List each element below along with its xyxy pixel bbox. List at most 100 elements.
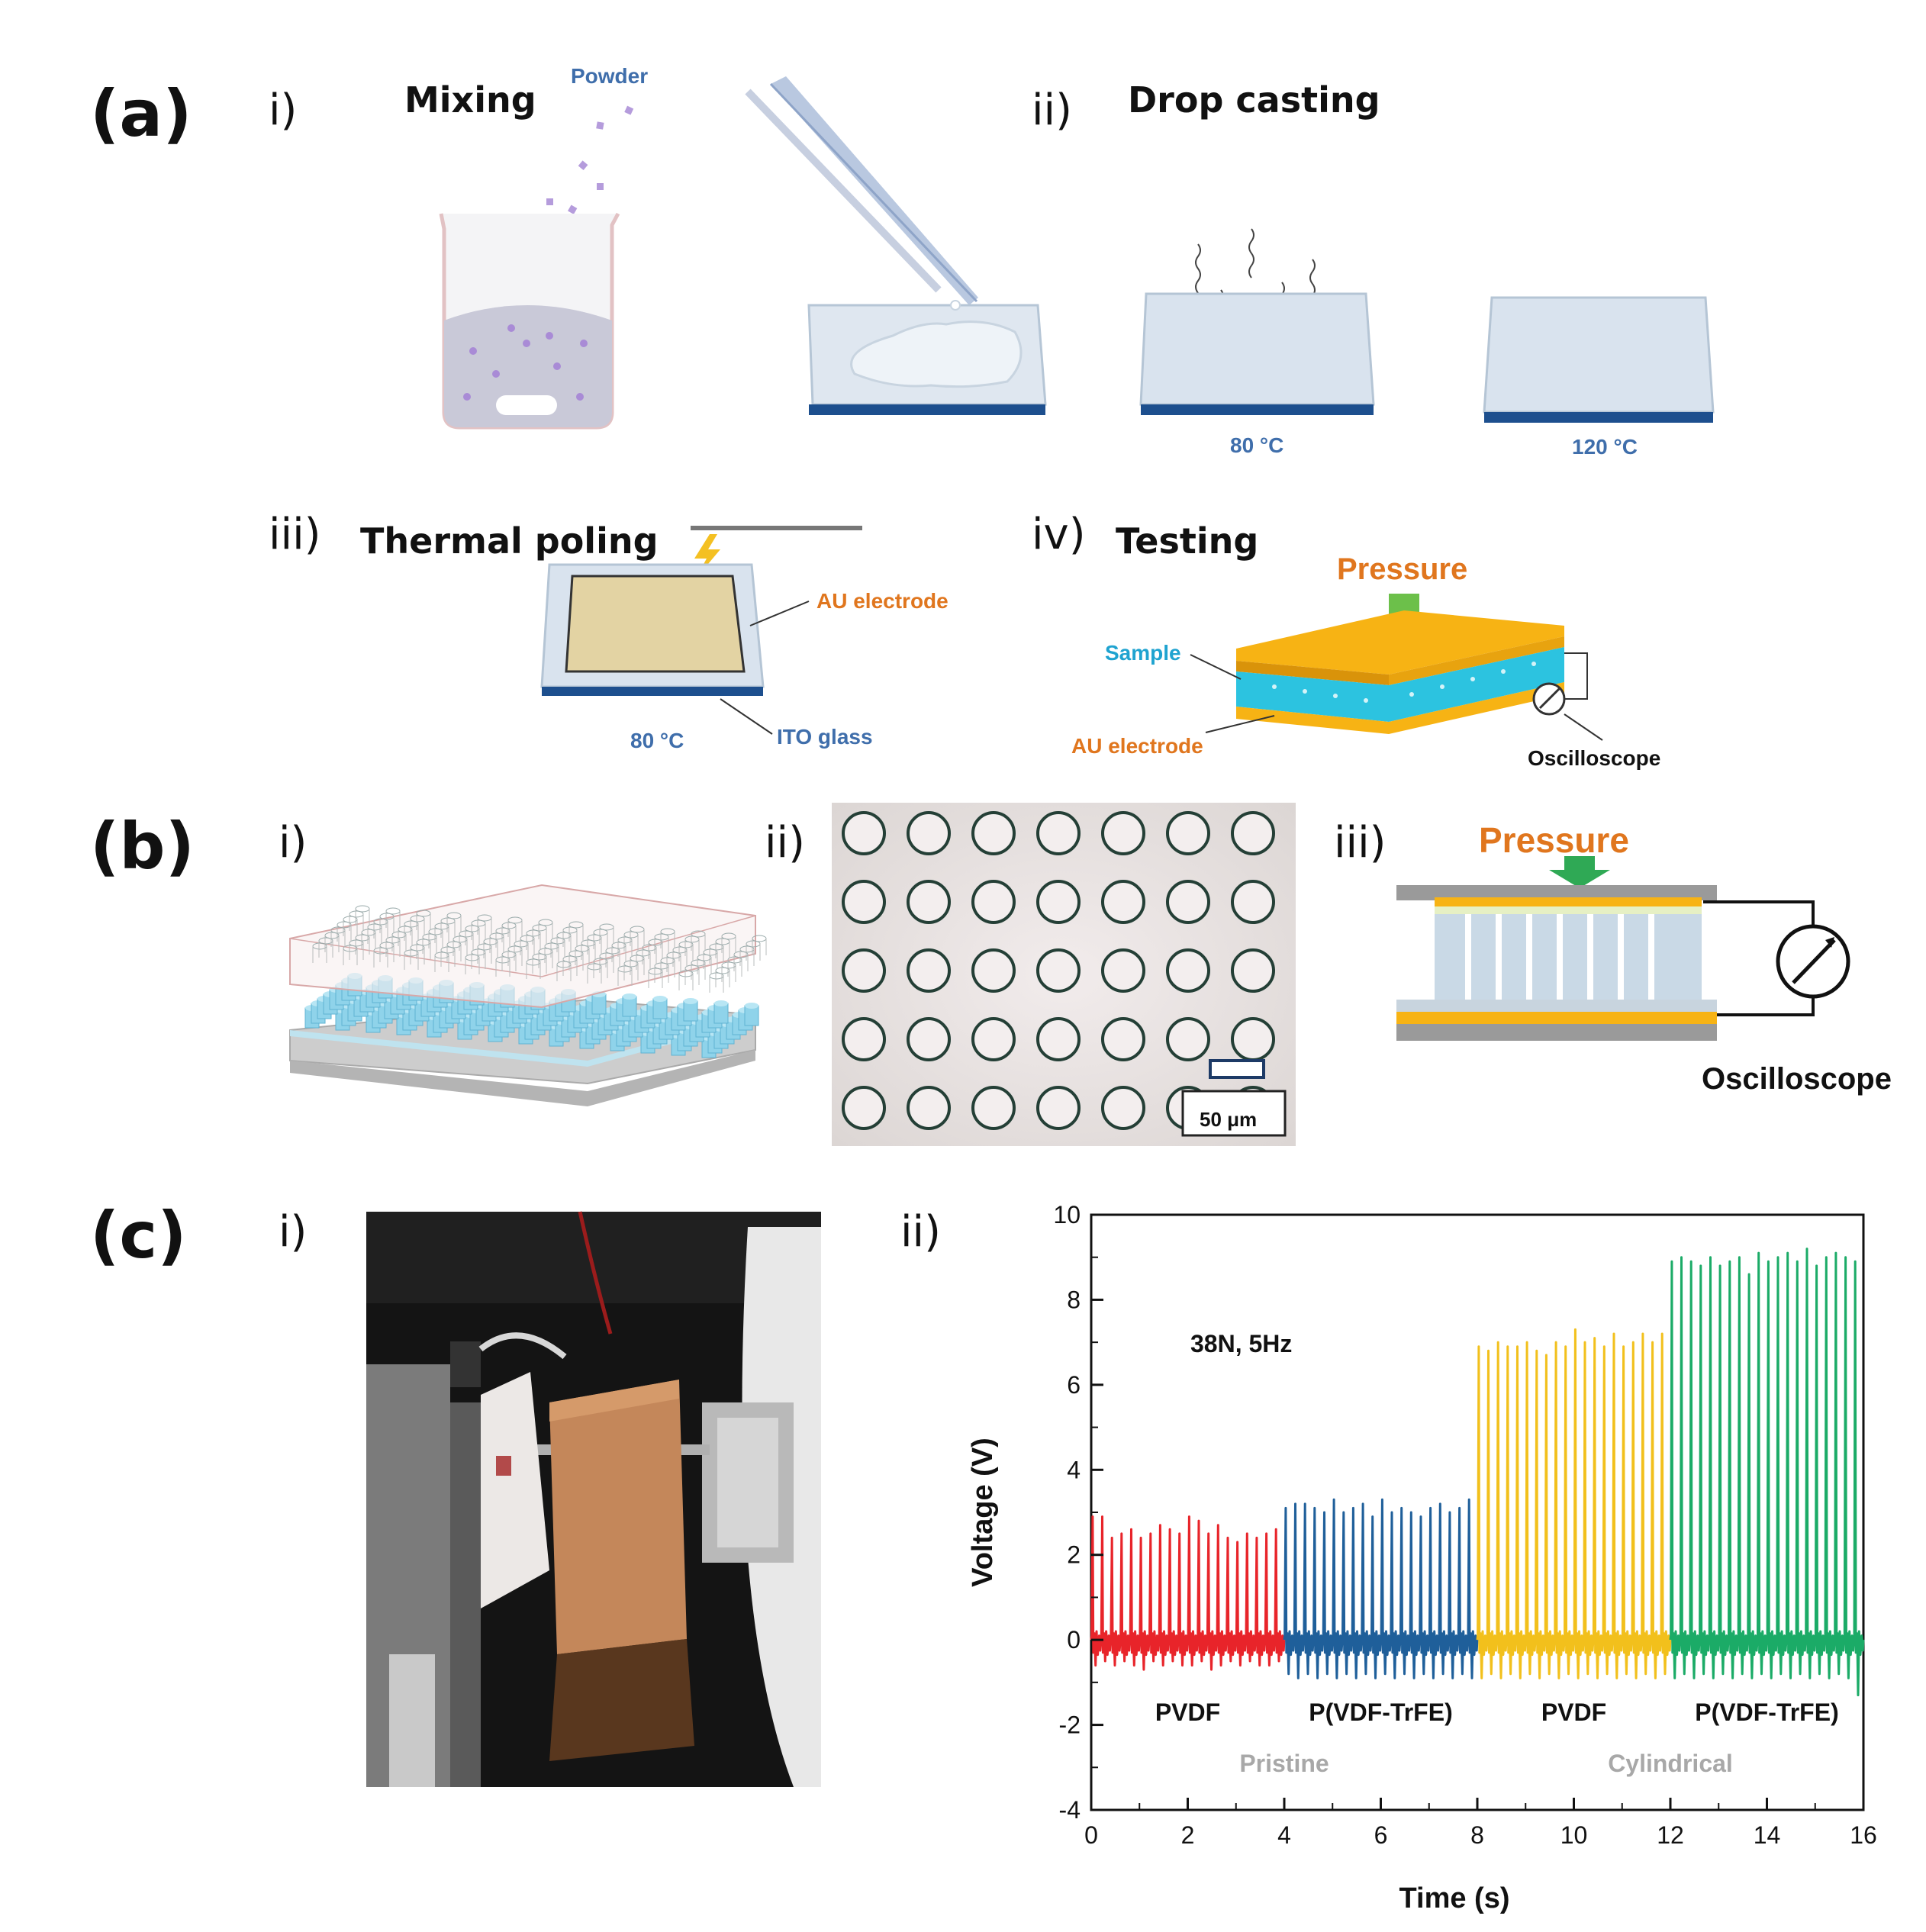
series-line — [1283, 1498, 1479, 1679]
micro-pillar — [842, 1086, 886, 1130]
poling-electrode-label: AU electrode — [816, 589, 949, 613]
micro-pillar — [1101, 1086, 1145, 1130]
test-setup-photo — [366, 1211, 821, 1787]
series-line — [1090, 1515, 1286, 1671]
series-label: P(VDF-TrFE) — [1695, 1699, 1838, 1726]
y-tick-label: -2 — [1059, 1711, 1081, 1739]
micro-pillar — [1231, 880, 1275, 924]
testing-electrode-label: AU electrode — [1071, 734, 1203, 758]
x-axis-label: Time (s) — [1399, 1882, 1509, 1914]
micro-pillar — [1166, 880, 1210, 924]
x-tick-label: 14 — [1754, 1821, 1781, 1849]
micro-pillar — [1231, 811, 1275, 855]
micro-pillar — [1036, 880, 1081, 924]
group-label: Cylindrical — [1608, 1750, 1733, 1777]
micro-pillar — [842, 811, 886, 855]
blue-pillar-top — [684, 998, 697, 1004]
mold-hole — [385, 907, 401, 915]
micro-pillar — [1231, 1017, 1275, 1061]
y-tick-label: 2 — [1067, 1541, 1081, 1569]
micro-pillar — [907, 880, 951, 924]
group-label: Pristine — [1239, 1750, 1329, 1777]
y-tick-label: 6 — [1067, 1371, 1081, 1399]
series-line — [1476, 1328, 1672, 1679]
mold-hole — [355, 905, 370, 913]
micro-pillar — [971, 811, 1016, 855]
x-tick-label: 8 — [1470, 1821, 1484, 1849]
mold-hole-array — [312, 905, 767, 993]
micro-pillar — [971, 1086, 1016, 1130]
mold-pillar-array-illustration — [289, 884, 767, 1106]
thermal-poling-illustration — [540, 526, 862, 696]
micro-pillar — [1101, 948, 1145, 993]
panel-c-sub-1: i) — [279, 1207, 308, 1257]
x-tick-label: 10 — [1560, 1821, 1588, 1849]
x-tick-label: 0 — [1084, 1821, 1098, 1849]
poling-temp-label: 80 °C — [630, 729, 684, 752]
y-tick-label: 8 — [1067, 1286, 1081, 1313]
scale-bar-label: 50 μm — [1200, 1108, 1258, 1131]
drop-casting-temp-120: 120 °C — [1572, 435, 1638, 459]
micro-pillar — [907, 811, 951, 855]
microscope-image — [832, 803, 1296, 1146]
series-label: PVDF — [1541, 1699, 1606, 1726]
y-tick-label: 4 — [1067, 1456, 1081, 1483]
micro-pillar — [842, 948, 886, 993]
panel-b-label: (b) — [90, 809, 195, 884]
lightning-icon — [694, 534, 720, 578]
group-labels: Pristine Cylindrical — [1239, 1750, 1732, 1777]
series-label: PVDF — [1155, 1699, 1220, 1726]
step-4-number: iv) — [1032, 510, 1086, 559]
device-oscilloscope-label: Oscilloscope — [1702, 1062, 1892, 1096]
micro-pillar — [971, 880, 1016, 924]
chart-annotation: 38N, 5Hz — [1190, 1330, 1292, 1357]
micro-pillar — [1101, 1017, 1145, 1061]
panel-b-sub-3: iii) — [1334, 818, 1387, 868]
y-axis-label: Voltage (V) — [967, 1438, 999, 1587]
micro-pillar — [907, 1086, 951, 1130]
blue-pillar-top — [653, 996, 667, 1002]
series-labels: PVDF P(VDF-TrFE) PVDF P(VDF-TrFE) — [1155, 1699, 1839, 1726]
testing-pressure-label: Pressure — [1337, 552, 1468, 586]
panel-c-sub-2: ii) — [900, 1207, 941, 1257]
micro-pillar — [842, 880, 886, 924]
powder-label: Powder — [571, 64, 649, 88]
micro-pillar — [1231, 948, 1275, 993]
x-tick-label: 16 — [1850, 1821, 1877, 1849]
micro-pillar — [1101, 880, 1145, 924]
ito-glass-label: ITO glass — [777, 725, 873, 749]
panel-c-label: (c) — [90, 1198, 187, 1273]
panel-b-sub-2: ii) — [765, 818, 805, 868]
series-line — [1669, 1248, 1865, 1697]
step-2-number: ii) — [1032, 85, 1072, 135]
step-1-title: Mixing — [404, 79, 536, 121]
step-3-title: Thermal poling — [360, 520, 659, 562]
micro-pillar — [1166, 948, 1210, 993]
blue-pillar-top — [623, 993, 636, 1000]
testing-oscilloscope-label: Oscilloscope — [1528, 746, 1661, 770]
panel-a-label: (a) — [90, 76, 192, 151]
drying-substrate-80c — [1139, 228, 1375, 415]
x-tick-label: 4 — [1277, 1821, 1291, 1849]
y-tick-label: 10 — [1053, 1201, 1081, 1228]
sample-label: Sample — [1105, 641, 1181, 665]
x-tick-label: 2 — [1181, 1821, 1195, 1849]
pressure-arrow-icon-b — [1549, 856, 1610, 888]
device-cross-section-illustration — [1396, 856, 1850, 1041]
micro-pillar — [1166, 811, 1210, 855]
series-layer — [1090, 1248, 1865, 1697]
step-4-title: Testing — [1116, 520, 1259, 562]
micro-pillar — [1166, 1017, 1210, 1061]
y-tick-label: -4 — [1059, 1796, 1081, 1824]
micro-pillar — [907, 1017, 951, 1061]
micro-pillar — [971, 948, 1016, 993]
y-tick-label: 0 — [1067, 1626, 1081, 1653]
annealed-substrate-120c — [1483, 296, 1715, 423]
testing-stack-illustration — [1190, 594, 1603, 741]
series-label: P(VDF-TrFE) — [1309, 1699, 1452, 1726]
ito-leader-line — [720, 698, 773, 735]
micro-pillar — [842, 1017, 886, 1061]
micro-pillar — [1036, 1017, 1081, 1061]
